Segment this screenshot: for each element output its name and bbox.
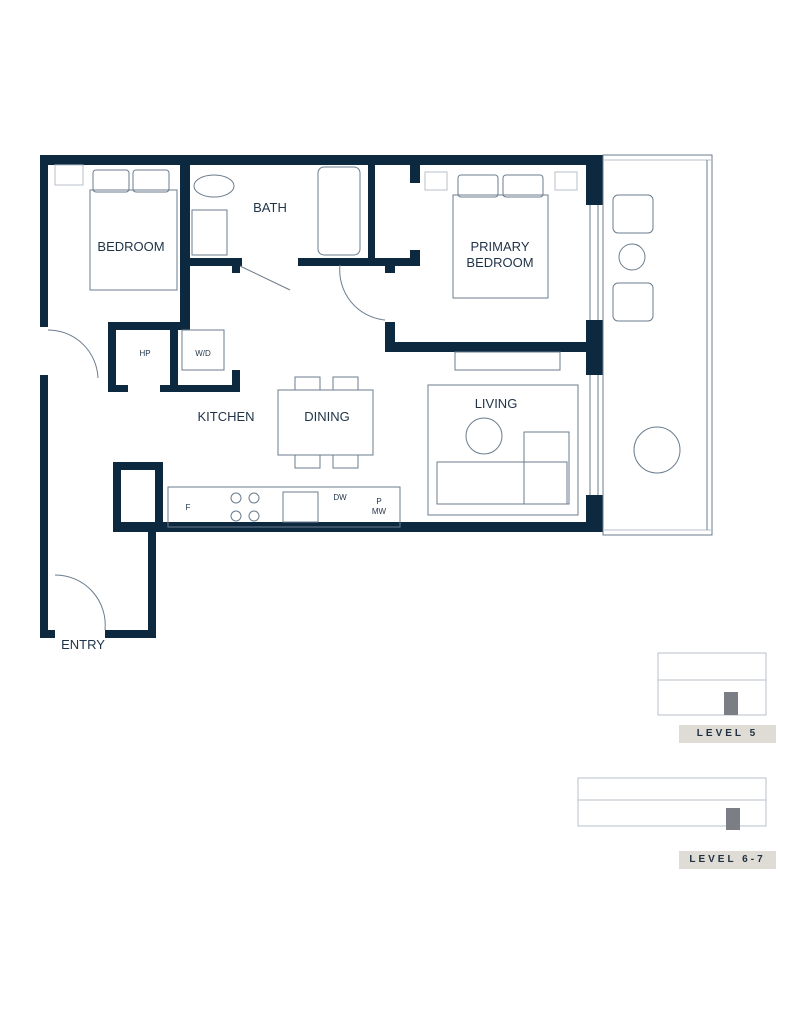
balcony-table <box>633 426 681 474</box>
walls <box>40 155 603 638</box>
level-5-label: LEVEL 5 <box>679 725 776 743</box>
label-wd: W/D <box>195 349 211 358</box>
sofa <box>436 461 568 505</box>
label-entry: ENTRY <box>61 637 105 652</box>
label-primary-bedroom-1: PRIMARY <box>471 239 530 254</box>
key-plan-level-5 <box>657 652 767 716</box>
vanity <box>191 209 228 256</box>
label-bedroom: BEDROOM <box>97 239 164 254</box>
furniture <box>47 164 579 631</box>
sink <box>282 491 319 523</box>
balcony-chair <box>612 282 654 322</box>
primary-bed <box>452 194 549 299</box>
balcony-chair <box>612 194 654 234</box>
label-dw: DW <box>333 493 347 502</box>
living-rug <box>427 384 579 516</box>
label-p: P <box>376 497 381 506</box>
label-bath: BATH <box>253 200 287 215</box>
label-dining: DINING <box>304 409 350 424</box>
label-fridge: F <box>186 503 191 512</box>
washer-dryer <box>181 329 225 371</box>
label-living: LIVING <box>475 396 518 411</box>
door-swing <box>339 264 386 321</box>
label-kitchen: KITCHEN <box>197 409 254 424</box>
level-6-7-label: LEVEL 6-7 <box>679 851 776 869</box>
kitchen-counter <box>167 486 401 528</box>
balcony-side-table <box>618 243 646 271</box>
label-mw: MW <box>372 507 387 516</box>
bathtub <box>317 166 361 256</box>
key-plan-level-6-7 <box>577 777 767 830</box>
label-primary-bedroom-2: BEDROOM <box>466 255 533 270</box>
label-hp: HP <box>139 349 150 358</box>
balcony <box>589 154 713 536</box>
dining-table <box>277 389 374 456</box>
room-labels: BEDROOM BATH PRIMARY BEDROOM KITCHEN DIN… <box>61 200 534 652</box>
toilet <box>193 174 235 198</box>
coffee-table <box>465 417 503 455</box>
tv-console <box>454 351 561 371</box>
